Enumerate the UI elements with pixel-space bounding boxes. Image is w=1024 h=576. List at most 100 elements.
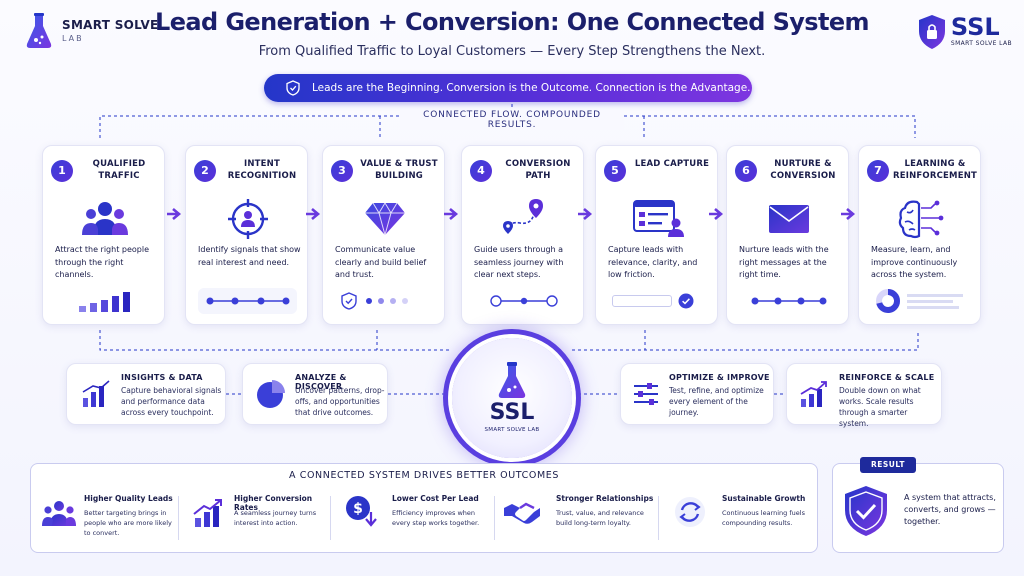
flow-arrow-icon — [306, 208, 321, 220]
handshake-icon — [504, 502, 540, 524]
outcome-desc: Trust, value, and relevance build long-t… — [556, 509, 644, 527]
flow-label: CONNECTED FLOW. COMPOUNDED RESULTS. — [400, 110, 624, 130]
step-number: 7 — [867, 160, 889, 182]
step-card-1[interactable]: 1 QUALIFIED TRAFFIC Attract the right pe… — [42, 145, 165, 325]
envelope-icon — [768, 205, 809, 233]
outcome-higher-quality-leads: Higher Quality Leads Better targeting br… — [40, 488, 180, 548]
ssl-wordmark-sub: SMART SOLVE LAB — [950, 40, 1012, 47]
outcome-desc: A seamless journey turns interest into a… — [234, 509, 317, 527]
brand-logo[interactable]: SMART SOLVE LAB — [24, 10, 159, 50]
outcome-title: Higher Quality Leads — [84, 494, 173, 503]
outcome-higher-conversion-rates: Higher Conversion Rates A seamless journ… — [190, 488, 330, 548]
ssl-hub[interactable]: SSL SMART SOLVE LAB — [452, 338, 572, 458]
step-path-indicator — [474, 288, 573, 314]
step-card-4[interactable]: 4 CONVERSION PATH Guide users through a … — [461, 145, 584, 325]
step-title: INTENT RECOGNITION — [227, 159, 297, 181]
shield-check-icon — [286, 80, 300, 96]
step-number: 5 — [604, 160, 626, 182]
step-number: 6 — [735, 160, 757, 182]
step-trust-indicator — [335, 288, 434, 314]
insights-data-card[interactable]: INSIGHTS & DATA Capture behavioral signa… — [66, 363, 226, 425]
svg-text:$: $ — [353, 501, 363, 517]
outcome-title: Stronger Relationships — [556, 494, 654, 503]
diamond-icon — [364, 202, 405, 237]
people-icon — [42, 501, 76, 526]
divider — [178, 496, 179, 540]
flow-arrow-icon — [709, 208, 724, 220]
step-card-5[interactable]: 5 LEAD CAPTURE Capture leads with releva… — [595, 145, 718, 325]
middle-card-title: REINFORCE & SCALE — [839, 373, 935, 382]
step-donut-summary — [871, 288, 970, 314]
step-number: 4 — [470, 160, 492, 182]
outcome-title: Lower Cost Per Lead — [392, 494, 479, 503]
outcome-lower-cost-per-lead: $ Lower Cost Per Lead Efficiency improve… — [342, 488, 492, 548]
flow-arrow-icon — [578, 208, 593, 220]
step-desc: Attract the right people through the rig… — [55, 245, 150, 279]
middle-card-desc: Test, refine, and optimize every element… — [669, 386, 764, 417]
hub-label: SSL — [489, 400, 535, 425]
analyze-discover-card[interactable]: ANALYZE & DISCOVER Uncover patterns, dro… — [242, 363, 388, 425]
ssl-wordmark: SSL — [950, 13, 1000, 41]
step-card-7[interactable]: 7 LEARNING & REINFORCEMENT Measure, lear… — [858, 145, 981, 325]
result-badge: RESULT — [860, 457, 916, 473]
step-card-2[interactable]: 2 INTENT RECOGNITION Identify signals th… — [185, 145, 308, 325]
flow-arrow-icon — [167, 208, 182, 220]
middle-card-title: ANALYZE & DISCOVER — [295, 373, 347, 391]
ssl-logo[interactable]: SSL SMART SOLVE LAB — [917, 14, 1012, 50]
brain-circuit-icon — [898, 200, 943, 239]
page-subtitle: From Qualified Traffic to Loyal Customer… — [258, 44, 766, 59]
banner-text: Leads are the Beginning. Conversion is t… — [312, 82, 751, 94]
sliders-icon — [634, 383, 658, 405]
hub-sublabel: SMART SOLVE LAB — [484, 427, 540, 433]
middle-card-title: INSIGHTS & DATA — [121, 373, 203, 382]
bar-chart-icon — [82, 380, 110, 407]
step-card-6[interactable]: 6 NURTURE & CONVERSION Nurture leads wit… — [726, 145, 849, 325]
step-title: QUALIFIED TRAFFIC — [92, 159, 146, 181]
brand-sub: LAB — [62, 33, 84, 43]
flask-icon — [26, 13, 52, 48]
step-desc: Communicate value clearly and build beli… — [335, 245, 427, 279]
middle-card-desc: Uncover patterns, drop-offs, and opportu… — [295, 386, 385, 417]
step-desc: Identify signals that show real interest… — [198, 245, 301, 267]
path-pin-icon — [502, 199, 543, 234]
step-number: 1 — [51, 160, 73, 182]
outcome-desc: Better targeting brings in people who ar… — [84, 509, 172, 537]
outcome-sustainable-growth: Sustainable Growth Continuous learning f… — [670, 488, 814, 548]
step-title: VALUE & TRUST BUILDING — [360, 159, 438, 181]
shield-check-icon — [845, 486, 887, 536]
step-desc: Capture leads with relevance, clarity, a… — [608, 245, 698, 279]
flask-icon — [498, 362, 526, 398]
step-submit-field — [608, 288, 707, 314]
outcome-desc: Continuous learning fuels compounding re… — [722, 509, 805, 527]
form-icon — [632, 200, 684, 237]
step-title: CONVERSION PATH — [505, 159, 571, 181]
cycle-icon — [675, 497, 705, 527]
dollar-down-icon: $ — [346, 496, 377, 527]
outcome-title: Higher Conversion Rates — [234, 494, 313, 512]
step-card-3[interactable]: 3 VALUE & TRUST BUILDING Communicate val… — [322, 145, 445, 325]
target-person-icon — [227, 199, 268, 239]
growth-chart-icon — [800, 381, 827, 407]
outcome-stronger-relationships: Stronger Relationships Trust, value, and… — [502, 488, 654, 548]
page-title: Lead Generation + Conversion: One Connec… — [155, 8, 870, 36]
step-mini-chart — [55, 288, 154, 314]
outcome-desc: Efficiency improves when every step work… — [392, 509, 480, 527]
step-title: NURTURE & CONVERSION — [770, 159, 836, 181]
step-title: LEAD CAPTURE — [634, 159, 710, 169]
step-desc: Nurture leads with the right messages at… — [739, 245, 829, 279]
reinforce-scale-card[interactable]: REINFORCE & SCALE Double down on what wo… — [786, 363, 942, 428]
outcomes-title: A CONNECTED SYSTEM DRIVES BETTER OUTCOME… — [289, 470, 559, 481]
shield-lock-icon — [918, 15, 945, 49]
middle-card-desc: Double down on what works. Scale results… — [839, 386, 921, 428]
flow-arrow-icon — [444, 208, 459, 220]
optimize-improve-card[interactable]: OPTIMIZE & IMPROVE Test, refine, and opt… — [620, 363, 774, 425]
middle-card-desc: Capture behavioral signals and performan… — [121, 386, 222, 417]
brand-name: SMART SOLVE — [62, 17, 159, 32]
step-desc: Measure, learn, and improve continuously… — [871, 245, 958, 279]
growth-chart-icon — [193, 499, 222, 527]
divider — [658, 496, 659, 540]
step-number: 3 — [331, 160, 353, 182]
step-progress-dots — [739, 288, 838, 314]
tagline-banner: Leads are the Beginning. Conversion is t… — [264, 74, 752, 102]
